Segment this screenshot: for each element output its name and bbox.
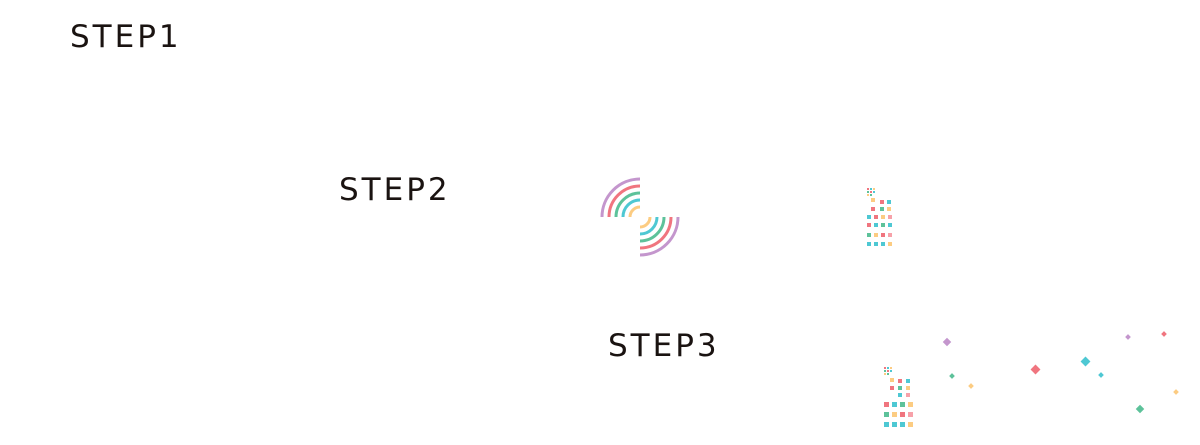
- pixel-tower-icon: [867, 188, 892, 246]
- step-1-label: STEP1: [70, 19, 182, 55]
- step-3-label: STEP3: [608, 328, 720, 364]
- pixel-tower-icon: [884, 367, 913, 427]
- concentric-arcs-icon: [600, 177, 680, 257]
- sparkle-diamonds-icon: [942, 331, 1179, 414]
- step-2-label: STEP2: [339, 172, 451, 208]
